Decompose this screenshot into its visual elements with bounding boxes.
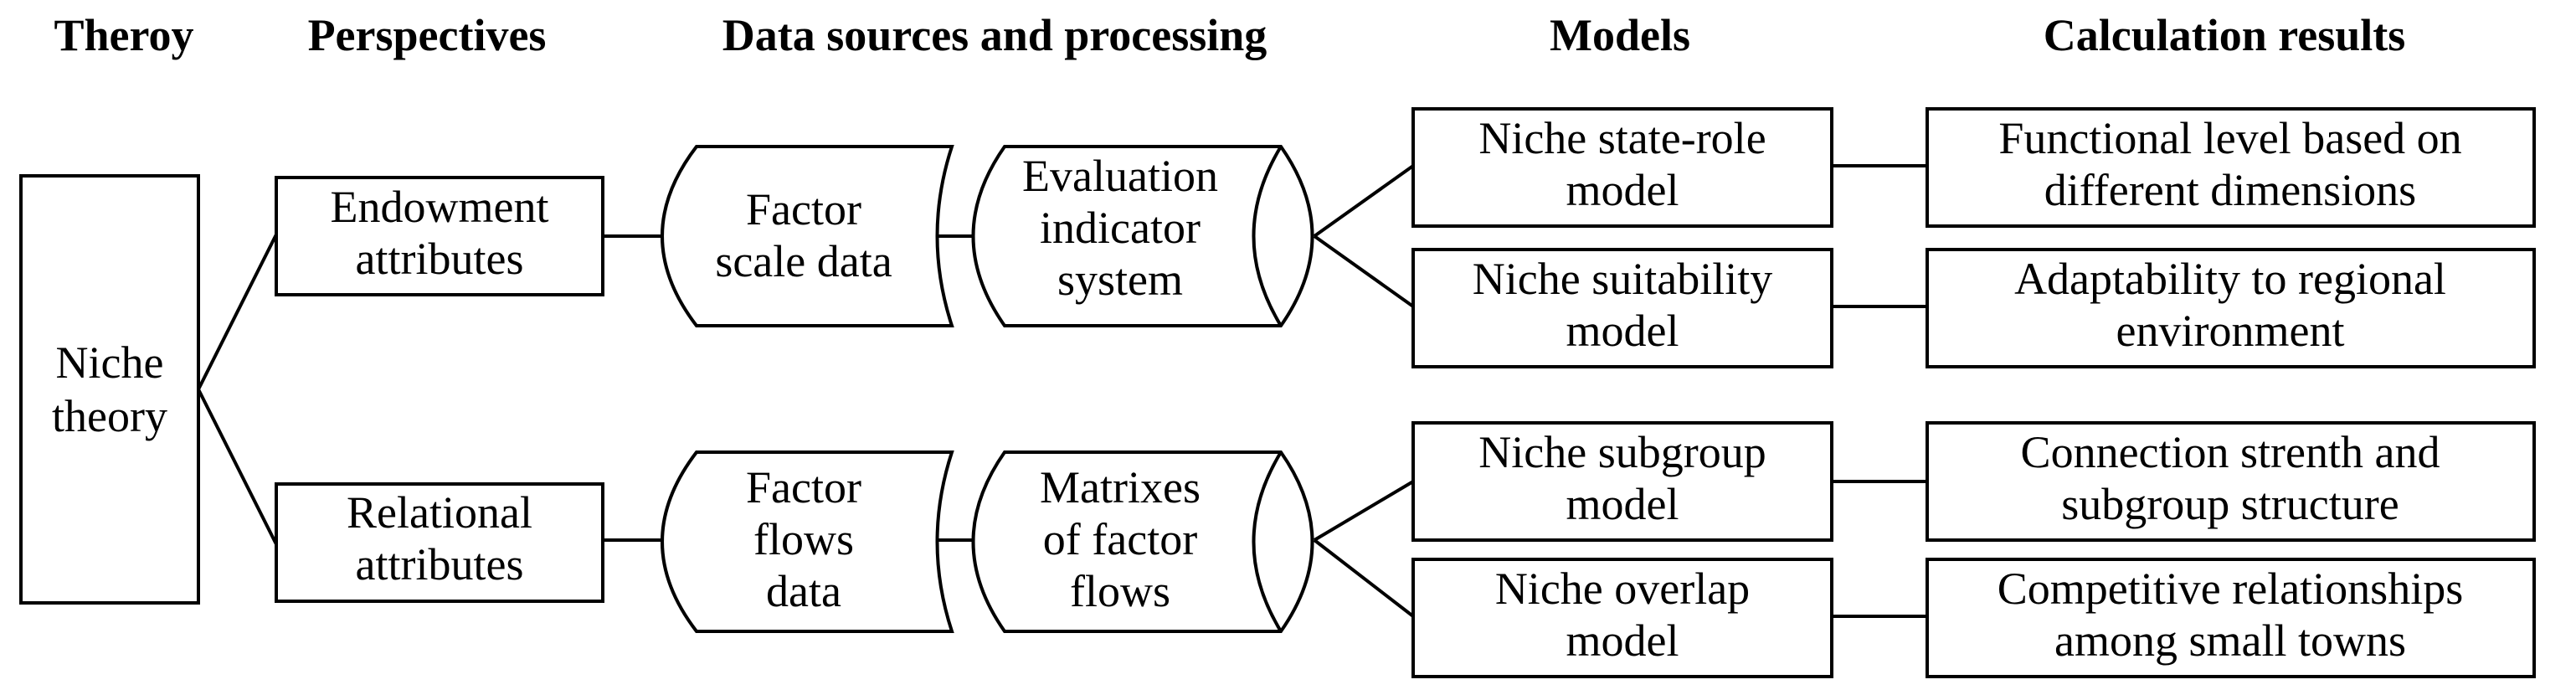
factor-flows-label-line1: Factor: [746, 462, 861, 512]
edge-matrixes-overlap: [1313, 538, 1415, 618]
matrixes-label-line1: Matrixes: [1040, 462, 1201, 512]
subgroup-label-line2: model: [1566, 479, 1679, 529]
factor-scale-label-line1: Factor: [746, 184, 861, 234]
evaluation-label-line3: system: [1057, 255, 1183, 305]
factor-flows-label-line3: data: [766, 566, 841, 616]
model-subgroup-box: Niche subgroup model: [1411, 421, 1833, 542]
edge-evaluation-state-role: [1313, 164, 1415, 238]
result-connection-box: Connection strenth and subgroup structur…: [1926, 421, 2536, 542]
model-state-role-box: Niche state-role model: [1411, 107, 1833, 228]
edge-theory-endowment: [197, 234, 278, 390]
competitive-label-line1: Competitive relationships: [1998, 564, 2463, 614]
endowment-label-line2: attributes: [356, 234, 524, 284]
overlap-label-line2: model: [1566, 615, 1679, 666]
connection-label-line1: Connection strenth and: [2021, 427, 2440, 477]
heading-theory: Theroy: [54, 10, 193, 60]
relational-label-line2: attributes: [356, 539, 524, 589]
theory-label-line2: theory: [52, 391, 167, 441]
state-role-label-line1: Niche state-role: [1478, 113, 1766, 163]
adaptability-label-line2: environment: [2116, 306, 2345, 356]
model-suitability-box: Niche suitability model: [1411, 248, 1833, 368]
factor-scale-label-line2: scale data: [715, 236, 892, 286]
relational-label-line1: Relational: [347, 487, 532, 538]
theory-box: Niche theory: [19, 174, 200, 605]
heading-calculation-results: Calculation results: [2044, 10, 2406, 60]
perspective-endowment-box: Endowment attributes: [275, 176, 604, 296]
overlap-label-line1: Niche overlap: [1495, 564, 1750, 614]
subgroup-label-line1: Niche subgroup: [1478, 427, 1766, 477]
result-competitive-box: Competitive relationships among small to…: [1926, 558, 2536, 678]
heading-data-sources-processing: Data sources and processing: [722, 10, 1267, 60]
edge-matrixes-subgroup: [1313, 480, 1415, 542]
evaluation-label-line1: Evaluation: [1022, 151, 1218, 201]
heading-models: Models: [1550, 10, 1690, 60]
processing-evaluation-shape: Evaluation indicator system: [971, 145, 1314, 327]
matrixes-label-line3: flows: [1070, 566, 1170, 616]
competitive-label-line2: among small towns: [2054, 615, 2406, 666]
factor-flows-label-line2: flows: [753, 514, 854, 564]
model-overlap-box: Niche overlap model: [1411, 558, 1833, 678]
result-functional-box: Functional level based on different dime…: [1926, 107, 2536, 228]
state-role-label-line2: model: [1566, 165, 1679, 215]
functional-label-line2: different dimensions: [2044, 165, 2416, 215]
perspective-relational-box: Relational attributes: [275, 482, 604, 603]
data-factor-flows-shape: Factor flows data: [661, 450, 954, 633]
edge-evaluation-suitability: [1313, 234, 1415, 308]
result-adaptability-box: Adaptability to regional environment: [1926, 248, 2536, 368]
endowment-label-line1: Endowment: [331, 182, 549, 232]
connection-label-line2: subgroup structure: [2061, 479, 2399, 529]
edge-theory-relational: [197, 389, 278, 545]
theory-label-line1: Niche: [56, 337, 164, 388]
suitability-label-line2: model: [1566, 306, 1679, 356]
adaptability-label-line1: Adaptability to regional: [2014, 254, 2446, 304]
processing-matrixes-shape: Matrixes of factor flows: [971, 450, 1314, 633]
data-factor-scale-shape: Factor scale data: [661, 145, 954, 327]
functional-label-line1: Functional level based on: [1998, 113, 2461, 163]
suitability-label-line1: Niche suitability: [1473, 254, 1772, 304]
evaluation-label-line2: indicator: [1040, 203, 1201, 253]
matrixes-label-line2: of factor: [1043, 514, 1197, 564]
heading-perspectives: Perspectives: [308, 10, 547, 60]
